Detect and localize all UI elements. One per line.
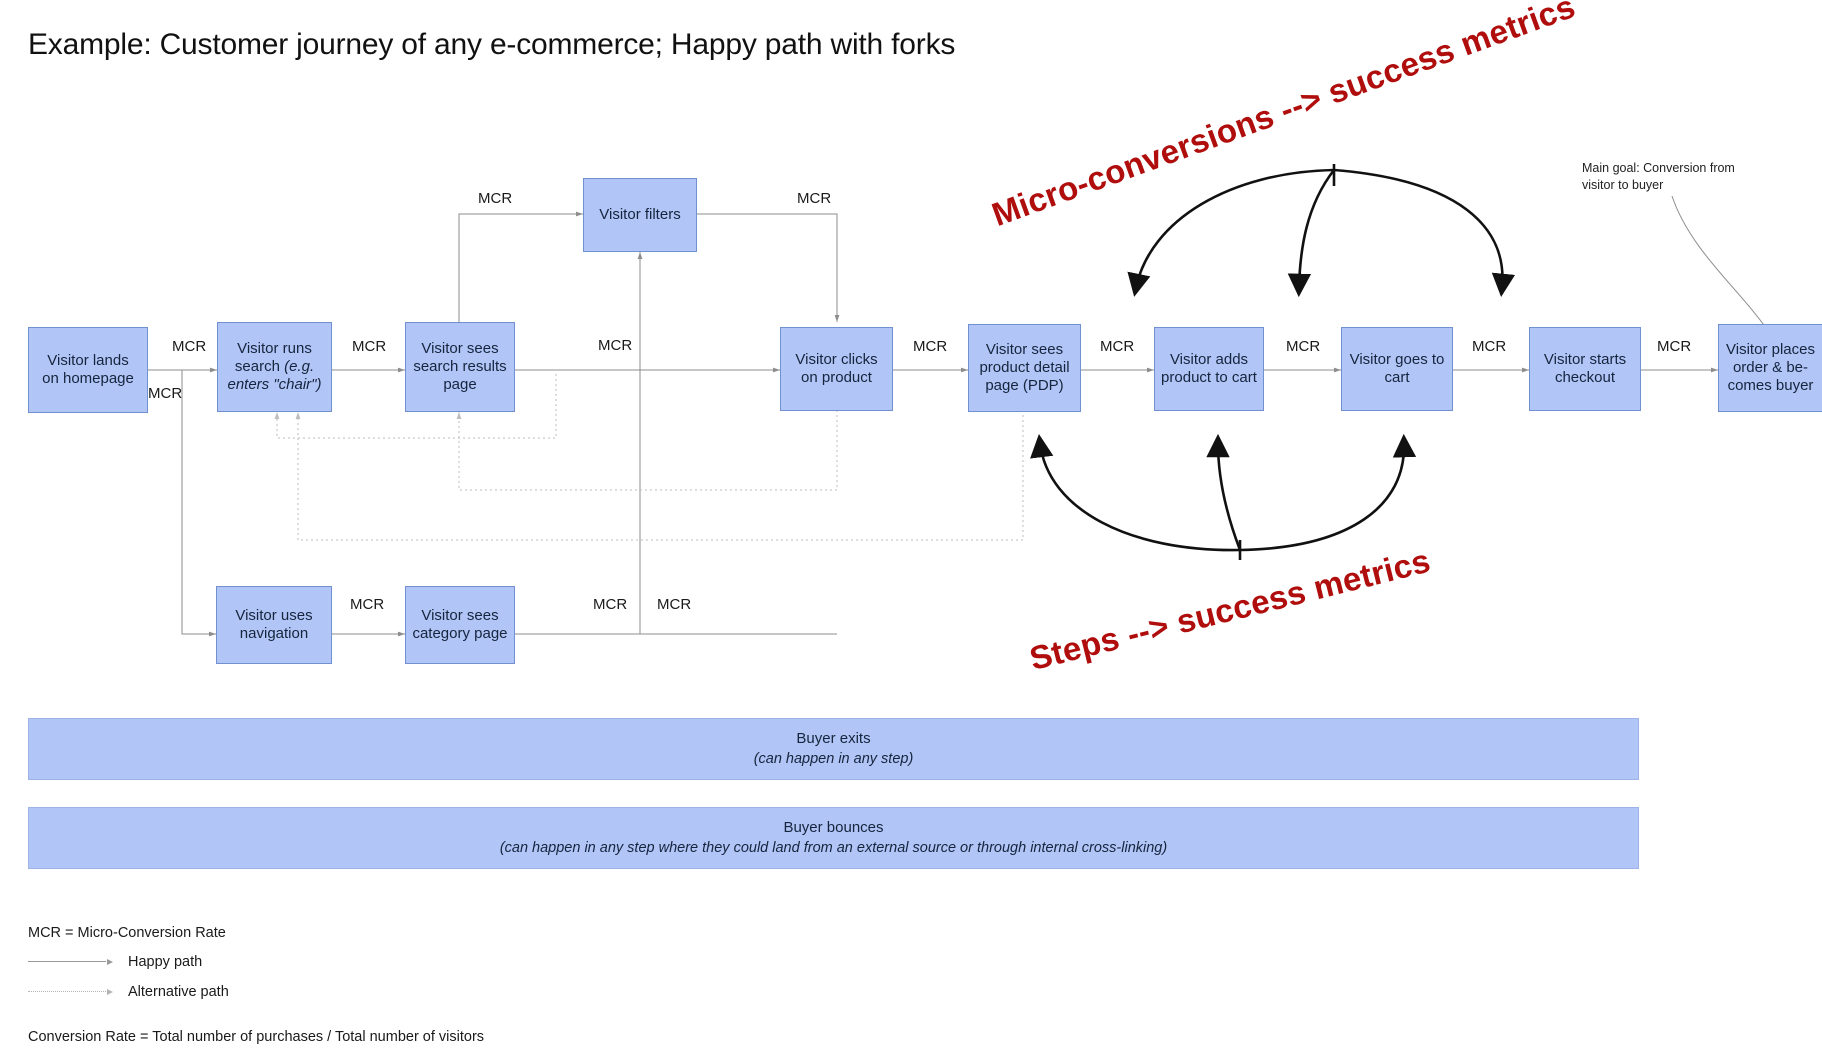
node-label-line: Visitor runs xyxy=(237,339,312,357)
node-label-line: search results xyxy=(413,357,507,375)
legend-label-happy-path: Happy path xyxy=(128,954,203,970)
node-label-line: Visitor adds xyxy=(1169,350,1249,368)
band-buyer-bounces[interactable]: Buyer bounces (can happen in any step wh… xyxy=(28,807,1639,869)
node-label-line: Visitor lands xyxy=(47,351,129,369)
node-visitor-lands[interactable]: Visitor lands on homepage xyxy=(28,327,148,413)
node-label-emphasis: enters "chair") xyxy=(227,376,322,394)
alternative-path-edges xyxy=(274,374,1024,541)
node-label-line: navigation xyxy=(239,625,309,642)
node-label-line: cart xyxy=(1384,369,1410,386)
node-label-line: Visitor uses xyxy=(235,606,313,624)
node-visitor-uses-navigation[interactable]: Visitor uses navigation xyxy=(216,586,332,664)
node-label-line: Visitor sees xyxy=(421,339,499,357)
band-subtitle: (can happen in any step where they could… xyxy=(499,840,1168,857)
node-visitor-filters[interactable]: Visitor filters xyxy=(583,178,697,252)
node-label-line: on product xyxy=(801,369,872,386)
node-visitor-clicks-on-product[interactable]: Visitor clicks on product xyxy=(780,327,893,411)
edge-label-mcr: MCR xyxy=(1286,338,1321,355)
main-goal-leader xyxy=(1671,195,1767,329)
edge-label-mcr: MCR xyxy=(1472,338,1507,355)
edge-label-mcr: MCR xyxy=(352,338,387,355)
band-buyer-exits[interactable]: Buyer exits (can happen in any step) xyxy=(28,718,1639,780)
node-label-line: on homepage xyxy=(42,370,134,387)
band-title: Buyer exits xyxy=(796,729,871,747)
node-visitor-runs-search[interactable]: Visitor runs search (e.g. enters "chair"… xyxy=(217,322,332,412)
node-visitor-sees-search-results[interactable]: Visitor sees search results page xyxy=(405,322,515,412)
node-visitor-sees-category-page[interactable]: Visitor sees category page xyxy=(405,586,515,664)
page-title: Example: Customer journey of any e-comme… xyxy=(28,28,956,61)
happy-path-edges xyxy=(148,211,1718,637)
legend-row-alternative-path: Alternative path xyxy=(28,977,484,1007)
edge-label-mcr: MCR xyxy=(1657,338,1692,355)
micro-conversion-arrows xyxy=(1127,164,1516,298)
happy-path-line-icon xyxy=(28,959,113,965)
band-subtitle: (can happen in any step) xyxy=(753,751,914,768)
legend-row-happy-path: Happy path xyxy=(28,947,484,977)
node-label-line: Visitor sees xyxy=(985,340,1064,358)
node-visitor-goes-to-cart[interactable]: Visitor goes to cart xyxy=(1341,327,1453,411)
node-label-line: Visitor starts xyxy=(1543,350,1627,368)
band-title: Buyer bounces xyxy=(783,818,884,836)
node-label-line: search xyxy=(234,357,285,375)
edge-label-mcr: MCR xyxy=(1100,338,1135,355)
steps-arrows xyxy=(1030,433,1417,560)
alternative-path-line-icon xyxy=(28,989,113,995)
node-label-line: checkout xyxy=(1554,369,1616,386)
edge-label-mcr: MCR xyxy=(598,337,633,354)
edge-label-mcr: MCR xyxy=(913,338,948,355)
annotation-micro-conversions: Micro-conversions --> success metrics xyxy=(987,0,1580,234)
edge-label-mcr: MCR xyxy=(148,385,183,402)
edge-label-mcr: MCR xyxy=(478,190,513,207)
node-label-line: Visitor places xyxy=(1726,340,1815,358)
edge-label-mcr: MCR xyxy=(172,338,207,355)
edge-label-mcr: MCR xyxy=(350,596,385,613)
node-label-emphasis: (e.g. xyxy=(284,357,315,375)
edge-label-mcr: MCR xyxy=(593,596,628,613)
node-label-line: page (PDP) xyxy=(985,377,1064,395)
edge-label-mcr: MCR xyxy=(657,596,692,613)
legend-mcr-definition: MCR = Micro-Conversion Rate xyxy=(28,925,226,941)
node-label-line: Visitor sees xyxy=(421,606,499,624)
annotation-main-goal: Main goal: Conversion from visitor to bu… xyxy=(1582,161,1735,192)
node-visitor-sees-pdp[interactable]: Visitor sees product detail page (PDP) xyxy=(968,324,1081,412)
node-label-line: Visitor clicks xyxy=(795,350,878,368)
legend-label-alternative-path: Alternative path xyxy=(128,984,229,1000)
legend: MCR = Micro-Conversion Rate Happy path A… xyxy=(28,925,484,1045)
edge-label-mcr: MCR xyxy=(797,190,832,207)
node-label-line: product detail xyxy=(979,358,1070,376)
node-label-line: page xyxy=(443,376,477,394)
node-label-line: product to cart xyxy=(1161,369,1257,386)
node-label-line: comes buyer xyxy=(1727,377,1814,395)
node-label-line: Visitor goes to xyxy=(1349,350,1445,368)
node-visitor-adds-product-to-cart[interactable]: Visitor adds product to cart xyxy=(1154,327,1264,411)
node-label-line: category page xyxy=(412,625,508,642)
node-visitor-starts-checkout[interactable]: Visitor starts checkout xyxy=(1529,327,1641,411)
node-label-line: Visitor filters xyxy=(599,205,681,223)
node-label-line: order & be- xyxy=(1732,358,1809,376)
legend-conversion-rate: Conversion Rate = Total number of purcha… xyxy=(28,1029,485,1045)
node-visitor-places-order[interactable]: Visitor places order & be- comes buyer xyxy=(1718,324,1822,412)
annotation-steps: Steps --> success metrics xyxy=(1025,541,1434,678)
